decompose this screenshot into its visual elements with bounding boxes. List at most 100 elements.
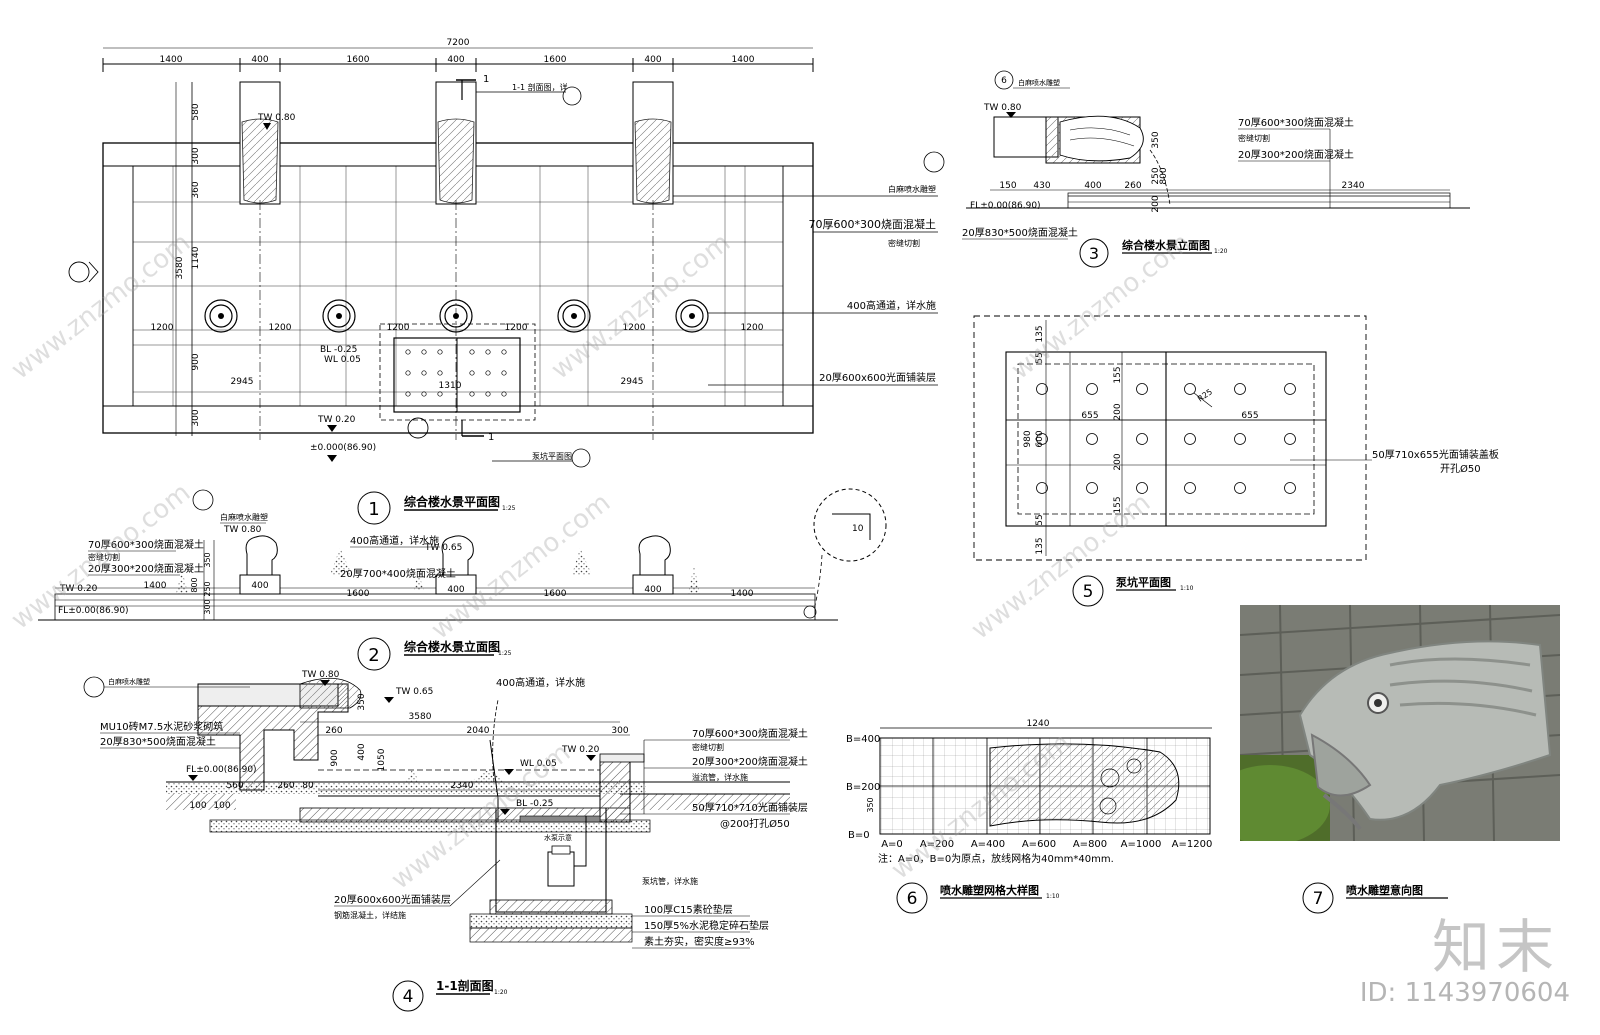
sec-dim-3: 300 bbox=[611, 726, 628, 736]
spacing-3: 1200 bbox=[387, 323, 410, 333]
elev3-tw: TW 0.80 bbox=[983, 103, 1022, 113]
side-width-right: 2945 bbox=[621, 377, 644, 387]
dim-left-1: 580 bbox=[191, 103, 201, 120]
grid-detail: 1240 B=400 B=200 B=0 A=0 A=200 A=400 A=6… bbox=[846, 719, 1213, 914]
id-watermark: ID: 1143970604 bbox=[1359, 978, 1570, 1008]
sec-h-1: 350 bbox=[357, 693, 367, 710]
plan-scale: 1:25 bbox=[502, 505, 516, 512]
sec-bottom-note-2: 150厚5%水泥稳定碎石垫层 bbox=[644, 919, 769, 932]
dim-left-2: 300 bbox=[191, 147, 201, 164]
grid-height: 350 bbox=[866, 797, 875, 812]
spacing-4: 1200 bbox=[505, 323, 528, 333]
dim-total: 7200 bbox=[447, 38, 470, 48]
sec-dim-7: 260 bbox=[277, 781, 294, 791]
grid-a-0: A=0 bbox=[881, 839, 903, 850]
elev3-dim-2: 430 bbox=[1033, 181, 1050, 191]
elev2-note-2: 70厚600*300烧面混凝土 bbox=[88, 538, 204, 551]
plan-note-2: 70厚600*300烧面混凝土 bbox=[809, 217, 937, 231]
grid-note: 注：A=0，B=0为原点，放线网格为40mm*40mm. bbox=[878, 852, 1114, 865]
sec-wl: WL 0.05 bbox=[520, 759, 557, 769]
site-watermark-6: www.znzmo.com bbox=[966, 488, 1156, 646]
pit-ref-note: 泵坑平面图 bbox=[532, 451, 572, 461]
sec-dim-9: 100 bbox=[189, 801, 206, 811]
elev3-title: 综合楼水景立面图 bbox=[1122, 238, 1210, 252]
elev3-scale: 1:20 bbox=[1214, 248, 1228, 255]
dragon-sculpture-photo bbox=[1240, 605, 1560, 841]
pump-pit-plan: R25 655 655 135 55 155 200 980 600 200 1… bbox=[973, 315, 1499, 607]
dim-top-1: 1400 bbox=[160, 55, 183, 65]
wl-tag: WL 0.05 bbox=[324, 355, 361, 365]
spacing-1: 1200 bbox=[151, 323, 174, 333]
sec-right-note-3: 20厚300*200烧面混凝土 bbox=[692, 755, 808, 768]
brand-watermark: 知末 bbox=[1431, 913, 1560, 981]
elev2-note-6: 20厚700*400烧面混凝土 bbox=[340, 567, 456, 580]
elevation-view-3: 150 430 400 260 2340 350 800 250 200 6 白… bbox=[962, 70, 1470, 268]
elev2-note-1: 白麻喷水雕塑 bbox=[220, 512, 268, 522]
elev2-tw2: TW 0.65 bbox=[424, 543, 462, 553]
site-watermark-2: www.znzmo.com bbox=[546, 228, 736, 386]
sec-dim-8: 80 bbox=[302, 781, 314, 791]
pit-dim-v-6: 600 bbox=[1035, 430, 1045, 447]
sec-right-note-1: 70厚600*300烧面混凝土 bbox=[692, 727, 808, 740]
sec-dim-6: 560 bbox=[226, 781, 243, 791]
site-watermark-3: www.znzmo.com bbox=[1006, 228, 1196, 386]
sec-dim-1: 3580 bbox=[409, 712, 432, 722]
bl-tag: BL -0.25 bbox=[320, 345, 357, 355]
pit-title: 泵坑平面图 bbox=[1116, 575, 1171, 589]
grid-a-1000: A=1000 bbox=[1121, 839, 1162, 850]
sec-label-top: 白麻喷水雕塑 bbox=[108, 677, 150, 686]
elev3-label: 白麻喷水雕塑 bbox=[1018, 78, 1060, 87]
dim-left-4: 1140 bbox=[191, 246, 201, 269]
sec-left-note-2: 20厚830*500烧面混凝土 bbox=[100, 735, 216, 748]
elev3-note-3: 20厚300*200烧面混凝土 bbox=[1238, 148, 1354, 161]
elev2-fl: FL±0.00(86.90) bbox=[58, 606, 129, 616]
elev2-dim-4: 400 bbox=[447, 585, 464, 595]
elev3-bottom-note: 20厚830*500烧面混凝土 bbox=[962, 226, 1078, 239]
elev3-h-2: 800 bbox=[1159, 167, 1169, 184]
pit-scale: 1:10 bbox=[1180, 585, 1194, 592]
elev3-fl: FL±0.00(86.90) bbox=[970, 201, 1041, 211]
sec-bottom-note-3: 素土夯实，密实度≥93% bbox=[644, 935, 755, 948]
sec-right-note-5: 50厚710*710光面铺装层 bbox=[692, 801, 808, 814]
dim-top-4: 400 bbox=[447, 55, 464, 65]
detail-dim: 10 bbox=[852, 524, 864, 534]
grid-a-1200: A=1200 bbox=[1172, 839, 1213, 850]
grid-width: 1240 bbox=[1027, 719, 1050, 729]
grid-scale: 1:10 bbox=[1046, 893, 1060, 900]
sec-mid-note-3: 泵坑管，详水施 bbox=[642, 876, 698, 886]
level-tag: ±0.000(86.90) bbox=[310, 443, 376, 453]
spacing-6: 1200 bbox=[741, 323, 764, 333]
ref-title: 喷水雕塑意向图 bbox=[1346, 883, 1423, 897]
dim-left-6: 300 bbox=[191, 409, 201, 426]
dim-top-5: 1600 bbox=[544, 55, 567, 65]
pit-dim-h-2: 655 bbox=[1241, 411, 1258, 421]
sec-h-4: 1050 bbox=[377, 748, 387, 771]
sec-dim-2: 2040 bbox=[467, 726, 490, 736]
elev2-h-4: 300 bbox=[203, 599, 212, 614]
grid-a-600: A=600 bbox=[1022, 839, 1056, 850]
sec-bottom-note-1: 100厚C15素砼垫层 bbox=[644, 903, 733, 916]
elev3-dim-4: 260 bbox=[1124, 181, 1141, 191]
sec-number: 4 bbox=[403, 987, 414, 1007]
plan-note-1: 白麻喷水雕塑 bbox=[888, 184, 936, 194]
elev3-h-4: 200 bbox=[1151, 195, 1161, 212]
pit-dim-v-10: 135 bbox=[1035, 537, 1045, 554]
pit-width: 1310 bbox=[439, 381, 462, 391]
spacing-2: 1200 bbox=[269, 323, 292, 333]
elev3-dim-3: 400 bbox=[1084, 181, 1101, 191]
sec-mid-note-4: 水泵示意 bbox=[544, 833, 572, 842]
sec-dim-4: 260 bbox=[325, 726, 342, 736]
sec-tw: TW 0.80 bbox=[301, 670, 340, 680]
grid-b-200: B=200 bbox=[846, 782, 880, 793]
dim-top-7: 1400 bbox=[732, 55, 755, 65]
section-view-4: 3580 2040 300 260 2340 560 260 80 100 10… bbox=[83, 670, 808, 1012]
elev2-note-4: 20厚300*200烧面混凝土 bbox=[88, 562, 204, 575]
ref-number: 7 bbox=[1313, 889, 1324, 909]
elev2-dim-7: 1400 bbox=[731, 589, 754, 599]
pit-number: 5 bbox=[1083, 582, 1094, 602]
reference-view: 7 喷水雕塑意向图 bbox=[1302, 882, 1448, 914]
sec-h-2: 900 bbox=[330, 749, 340, 766]
pit-dim-v-5: 980 bbox=[1023, 430, 1033, 447]
plan-view: 1400 400 1600 400 1600 400 1400 7200 580… bbox=[68, 38, 945, 525]
